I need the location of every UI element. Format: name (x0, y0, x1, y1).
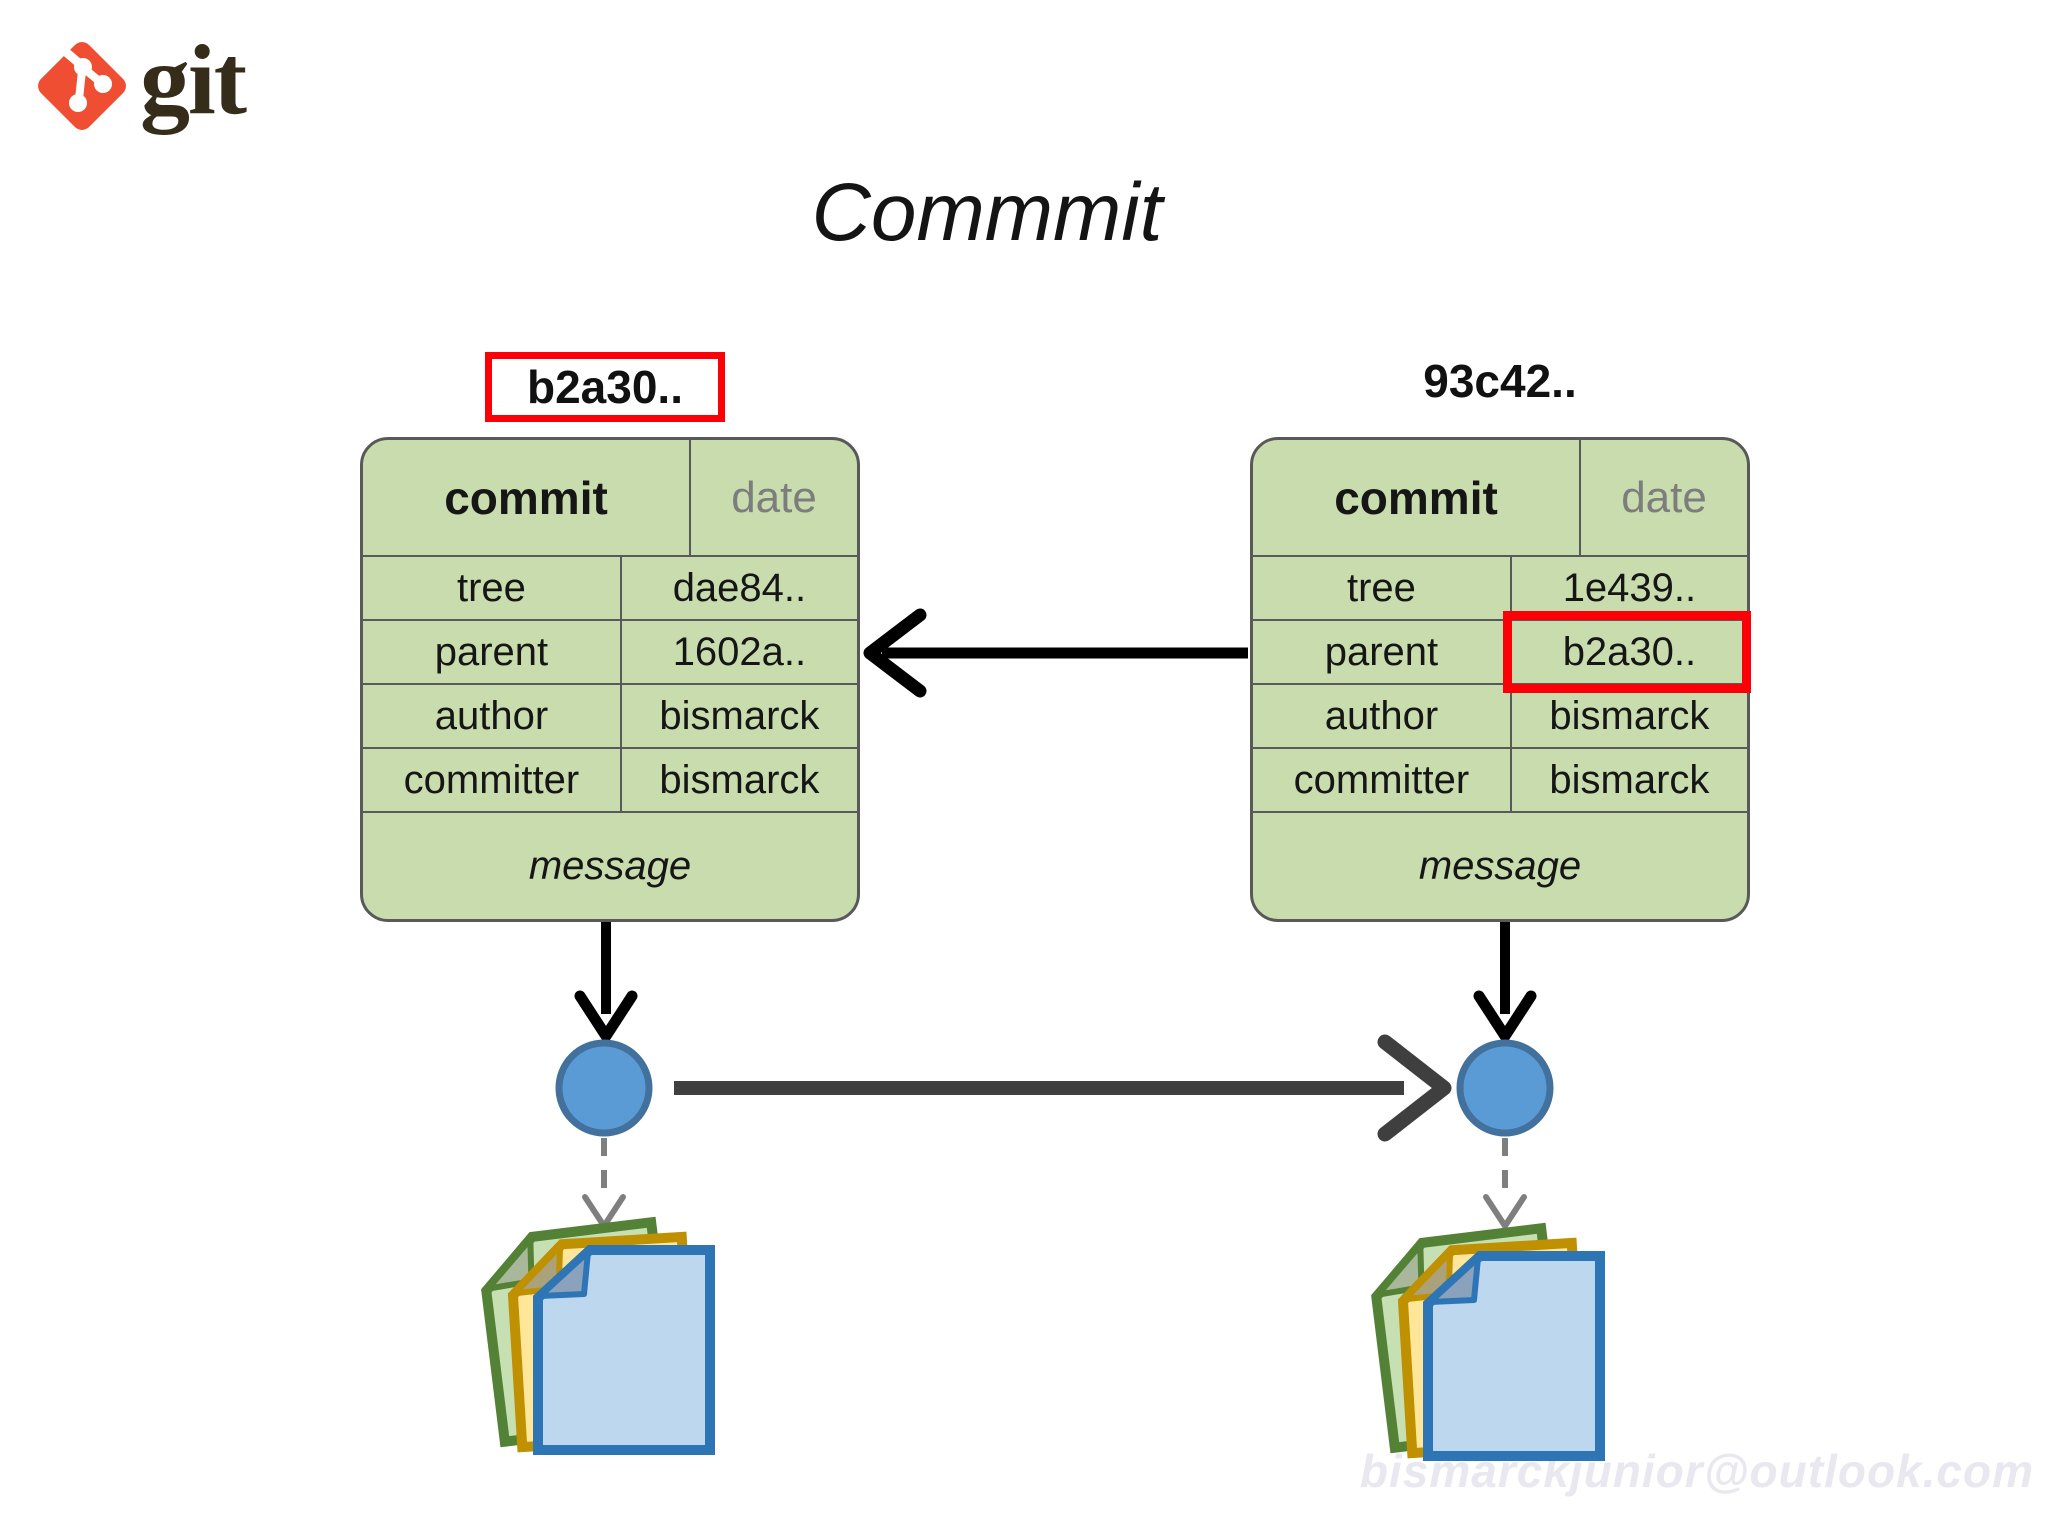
table-row-author: author bismarck (1253, 683, 1747, 747)
git-logo-icon: git (38, 24, 249, 135)
row-value: bismarck (619, 685, 857, 747)
tree-link-down-arrow-icon-right (1473, 922, 1537, 1042)
row-label: committer (403, 757, 580, 802)
row-value: dae84.. (619, 557, 857, 619)
row-value: 1e439.. (1509, 557, 1747, 619)
git-wordmark: git (140, 24, 247, 135)
commit-object-table-right: commit date tree 1e439.. parent b2a30.. … (1250, 437, 1750, 922)
tree-link-down-arrow-icon-left (574, 922, 638, 1042)
table-row-committer: committer bismarck (1253, 747, 1747, 811)
row-label: parent (434, 629, 549, 674)
row-label: committer (1293, 757, 1470, 802)
message-cell: message (1253, 811, 1747, 919)
blob-circle-icon-right (1456, 1039, 1554, 1137)
row-label: parent (1324, 629, 1439, 674)
table-row-author: author bismarck (363, 683, 857, 747)
row-label: author (1324, 693, 1439, 738)
row-value: bismarck (1509, 749, 1747, 811)
file-stack-icon-right (1371, 1222, 1605, 1461)
table-row-committer: committer bismarck (363, 747, 857, 811)
doc-blue (533, 1245, 715, 1455)
commit-hash-label-right: 93c42.. (1423, 355, 1577, 407)
row-label: tree (1346, 565, 1416, 610)
commit-hash-label-left: b2a30.. (485, 352, 725, 422)
row-value: bismarck (619, 749, 857, 811)
message-cell: message (363, 811, 857, 919)
table-header-row: commit date (363, 440, 857, 555)
row-value: 1602a.. (619, 621, 857, 683)
parent-link-left-arrow-icon (863, 608, 1248, 698)
row-label: author (434, 693, 549, 738)
commit-order-right-arrow-icon (674, 1034, 1452, 1142)
dashed-down-arrow-icon-left (582, 1138, 626, 1229)
row-value: b2a30.. (1509, 621, 1747, 683)
dashed-down-arrow-icon-right (1483, 1138, 1527, 1229)
table-row-parent: parent 1602a.. (363, 619, 857, 683)
parent-hash-highlight-box (1503, 611, 1751, 693)
blob-circle-icon-left (555, 1039, 653, 1137)
commit-header-cell: commit (444, 471, 608, 524)
row-label: tree (456, 565, 526, 610)
commit-header-cell: commit (1334, 471, 1498, 524)
date-header-cell: date (689, 440, 857, 555)
table-row-tree: tree dae84.. (363, 555, 857, 619)
row-value: bismarck (1509, 685, 1747, 747)
commit-object-table-left: commit date tree dae84.. parent 1602a.. … (360, 437, 860, 922)
file-stack-icon-left (481, 1216, 715, 1455)
page-title: Commmit (811, 167, 1163, 258)
date-header-cell: date (1579, 440, 1747, 555)
table-row-parent: parent b2a30.. (1253, 619, 1747, 683)
table-row-tree: tree 1e439.. (1253, 555, 1747, 619)
table-header-row: commit date (1253, 440, 1747, 555)
doc-blue (1423, 1251, 1605, 1461)
commit-hash-text-left: b2a30.. (527, 361, 683, 413)
